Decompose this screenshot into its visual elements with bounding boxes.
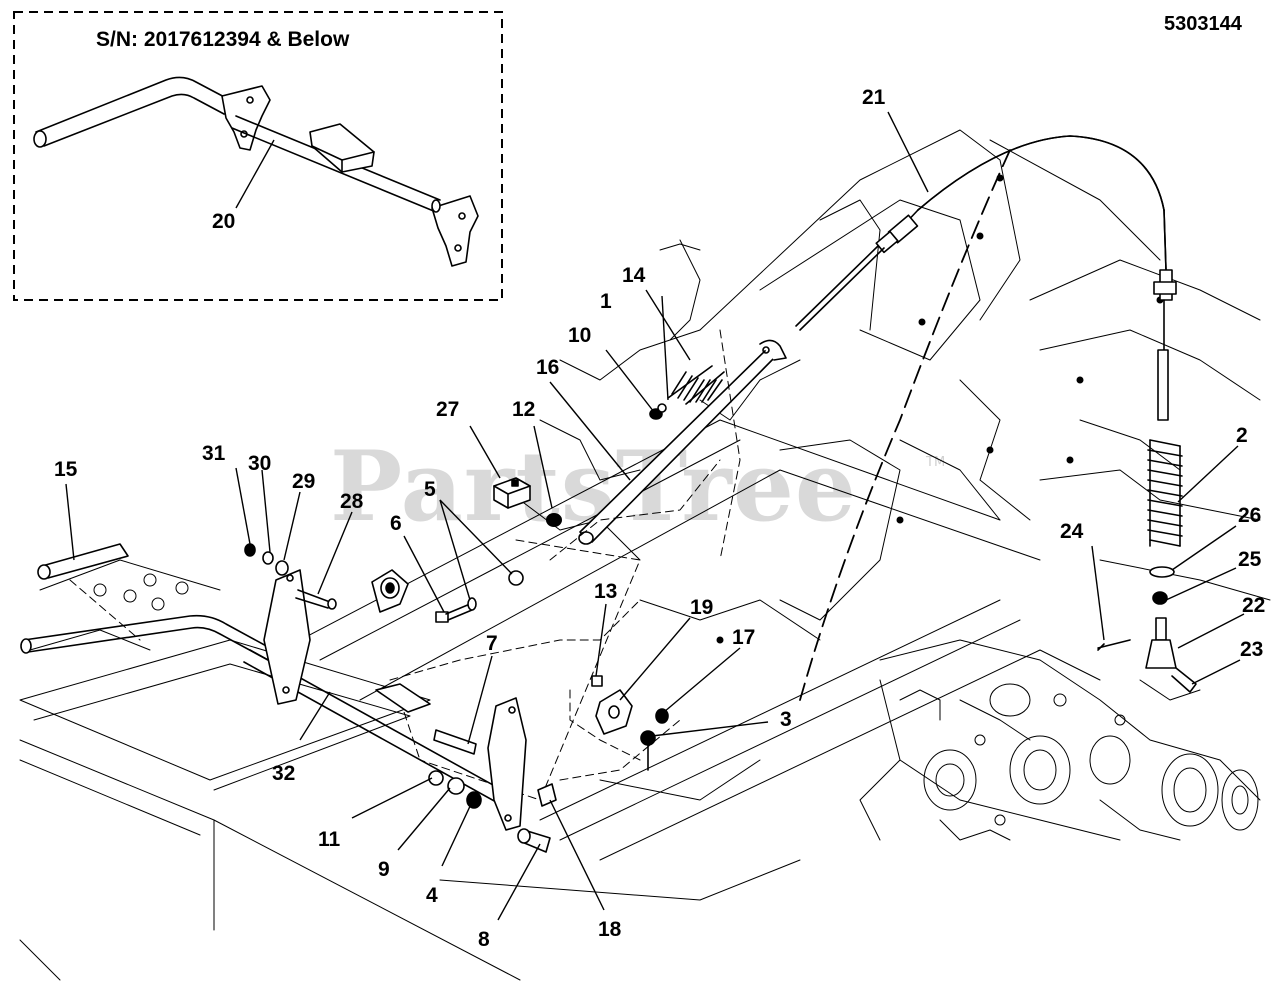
callout-28: 28 [340,490,364,513]
part-grip [37,543,129,580]
callout-17: 17 [732,626,755,649]
callout-19: 19 [690,596,713,619]
callout-9: 9 [378,858,390,881]
callout-13: 13 [594,580,617,603]
part-lever-bar [20,569,557,831]
document-number: 5303144 [1164,13,1243,35]
callout-labels: 21 14 1 10 16 27 12 2 15 31 30 29 5 28 6… [54,86,1265,951]
callout-5: 5 [424,478,436,501]
callout-3: 3 [780,708,792,731]
callout-23: 23 [1240,638,1263,661]
callout-21: 21 [862,86,886,109]
callout-24: 24 [1060,520,1084,543]
callout-15: 15 [54,458,78,481]
callout-29: 29 [292,470,315,493]
callout-14: 14 [622,264,646,287]
callout-30: 30 [248,452,271,475]
inset-box: S/N: 2017612394 & Below 20 [13,11,503,301]
part-bearing-group [371,569,524,623]
explosion-lines [389,329,741,801]
part-switch [493,477,531,509]
callout-4: 4 [426,884,438,907]
transaxle-assembly [859,639,1261,841]
callout-12: 12 [512,398,535,421]
callout-2: 2 [1236,424,1248,447]
callout-18: 18 [598,918,622,941]
inset-control-bar [33,76,479,267]
callout-7: 7 [486,632,498,655]
callout-25: 25 [1238,548,1262,571]
callout-10: 10 [568,324,591,347]
callout-16: 16 [536,356,559,379]
part-clevis-group [1097,566,1197,693]
watermark-trademark: TM [925,455,945,470]
leader-lines [65,111,1245,921]
callout-20: 20 [212,210,235,233]
callout-11: 11 [318,828,341,851]
callout-6: 6 [390,512,402,535]
callout-1: 1 [600,290,612,313]
callout-8: 8 [478,928,490,951]
chassis-frame [19,129,1271,981]
callout-31: 31 [202,442,226,465]
part-pivot-group [591,675,669,771]
inset-title: S/N: 2017612394 & Below [96,28,350,51]
part-cable [795,135,1177,421]
callout-26: 26 [1238,504,1261,527]
callout-32: 32 [272,762,295,785]
part-bolt-group-left [244,543,337,610]
callout-27: 27 [436,398,459,421]
callout-22: 22 [1242,594,1265,617]
part-spring-vertical [1147,439,1183,547]
part-nut-12 [546,513,562,527]
